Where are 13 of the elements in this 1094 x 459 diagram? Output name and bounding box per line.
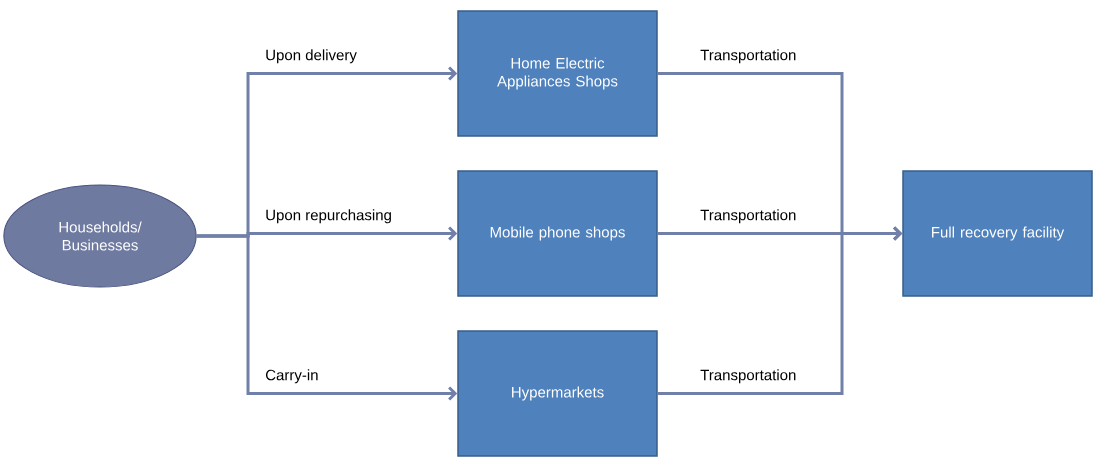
edge-label: Transportation bbox=[700, 209, 796, 224]
edge-label: Transportation bbox=[700, 369, 796, 384]
process-box: Mobile phone shops bbox=[457, 170, 658, 297]
arrow bbox=[657, 226, 903, 395]
edge-label: Upon delivery bbox=[266, 49, 357, 64]
edge-label: Transportation bbox=[700, 49, 796, 64]
arrow bbox=[196, 234, 458, 401]
process-box: Home Electric Appliances Shops bbox=[457, 10, 658, 137]
ellipse-node: Households/ Businesses bbox=[3, 184, 197, 288]
process-box: Hypermarkets bbox=[457, 330, 658, 457]
process-box: Full recovery facility bbox=[902, 170, 1093, 297]
edge-label: Carry-in bbox=[266, 369, 318, 384]
edge-label: Upon repurchasing bbox=[266, 209, 391, 224]
